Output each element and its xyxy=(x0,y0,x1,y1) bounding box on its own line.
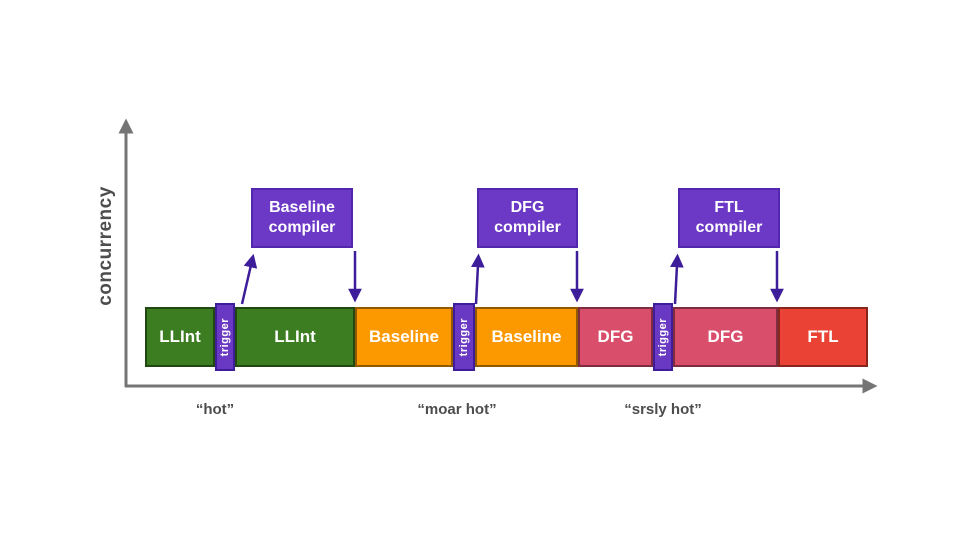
y-axis-label: concurrency xyxy=(95,186,116,306)
segment-label: LLInt xyxy=(159,327,201,346)
ftl-compiler-box: FTL compiler xyxy=(678,188,780,248)
timeline-segment-dfg: DFG xyxy=(578,307,653,367)
timeline-segment-baseline: Baseline xyxy=(475,307,578,367)
trigger-label: trigger xyxy=(219,317,231,357)
hotness-label-hot: “hot” xyxy=(195,401,235,418)
baseline-compiler-box: Baseline compiler xyxy=(251,188,353,248)
segment-label: FTL xyxy=(807,327,839,346)
trigger-label: trigger xyxy=(458,317,470,357)
segment-label: LLInt xyxy=(274,327,316,346)
trigger-to-ftl-compiler-arrow xyxy=(670,253,684,305)
trigger-segment: trigger xyxy=(215,303,235,371)
trigger-segment: trigger xyxy=(453,303,475,371)
hotness-label-srsly-hot: “srsly hot” xyxy=(624,401,702,418)
timeline-segment-dfg: DFG xyxy=(673,307,778,367)
segment-label: DFG xyxy=(707,327,744,346)
segment-label: Baseline xyxy=(491,327,562,346)
trigger-to-baseline-compiler-arrow xyxy=(240,253,258,305)
hotness-label-moar-hot: “moar hot” xyxy=(417,401,497,418)
trigger-segment: trigger xyxy=(653,303,673,371)
timeline-segment-baseline: Baseline xyxy=(355,307,453,367)
execution-timeline-bar: LLInt trigger LLInt Baseline trigger Baseline… xyxy=(145,303,868,371)
timeline-segment-ftl: FTL xyxy=(778,307,868,367)
trigger-label: trigger xyxy=(657,317,669,357)
dfg-compiler-box: DFG compiler xyxy=(477,188,578,248)
timeline-segment-llint: LLInt xyxy=(145,307,215,367)
segment-label: DFG xyxy=(597,327,634,346)
trigger-to-dfg-compiler-arrow xyxy=(471,253,485,305)
segment-label: Baseline xyxy=(369,327,439,346)
timeline-segment-llint: LLInt xyxy=(235,307,355,367)
